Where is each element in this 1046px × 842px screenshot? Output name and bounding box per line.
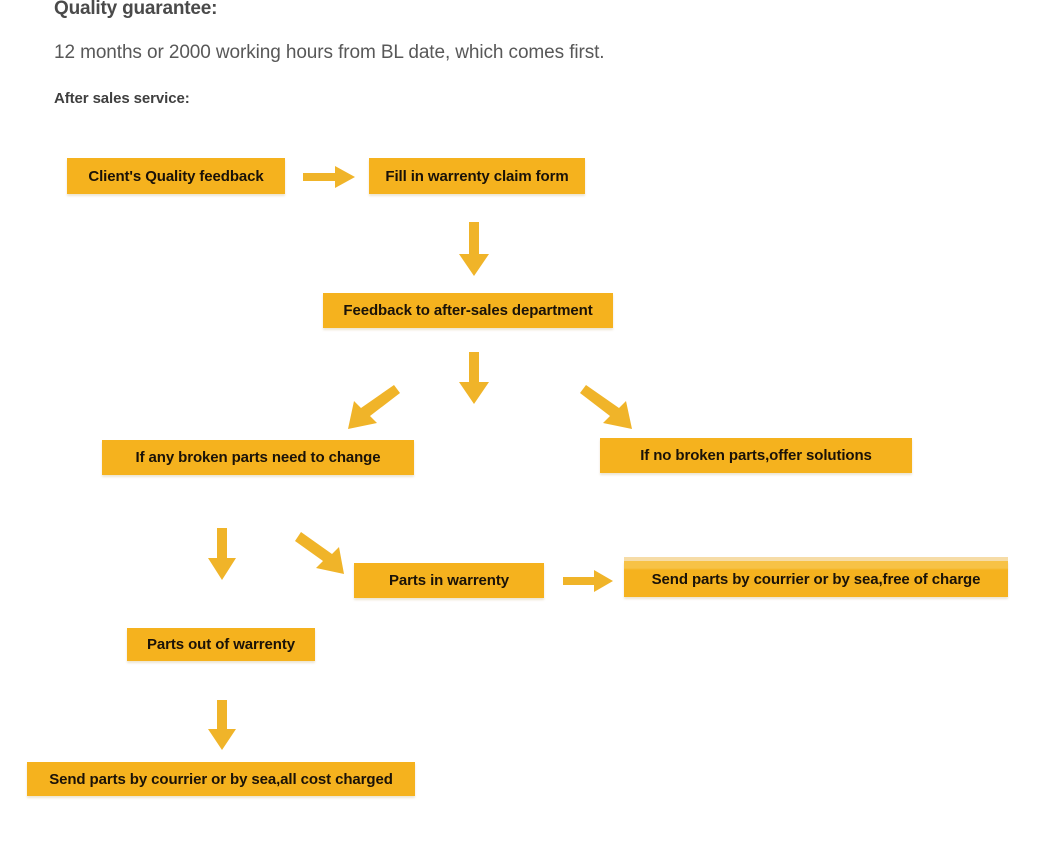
flow-node-if-any-broken-parts-need-to-change[interactable]: If any broken parts need to change xyxy=(102,440,414,475)
flow-node-feedback-to-after-sales-department[interactable]: Feedback to after-sales department xyxy=(323,293,613,328)
after-sales-service-heading: After sales service: xyxy=(54,90,190,107)
quality-guarantee-text: 12 months or 2000 working hours from BL … xyxy=(54,42,605,63)
flow-node-if-no-broken-parts-offer-solutions[interactable]: If no broken parts,offer solutions xyxy=(600,438,912,473)
arrow-down-left-to-broken-parts xyxy=(344,385,400,431)
arrow-down-after-sales-split xyxy=(459,352,489,404)
flow-node-send-parts-all-cost-charged[interactable]: Send parts by courrier or by sea,all cos… xyxy=(27,762,415,796)
arrow-right-feedback-to-claim-form xyxy=(303,166,355,188)
flow-node-parts-out-of-warrenty[interactable]: Parts out of warrenty xyxy=(127,628,315,661)
arrow-down-right-to-no-broken-parts xyxy=(580,385,636,431)
arrow-down-claim-form-to-after-sales xyxy=(459,222,489,276)
box-top-highlight-artifact xyxy=(624,557,1008,561)
arrow-down-right-to-parts-in-warrenty xyxy=(295,532,347,576)
arrow-down-to-parts-out-of-warrenty xyxy=(208,528,236,580)
page-title: Quality guarantee: xyxy=(54,0,218,19)
arrow-right-parts-in-warrenty-to-send-free xyxy=(563,570,613,592)
flow-node-send-parts-free-of-charge[interactable]: Send parts by courrier or by sea,free of… xyxy=(624,561,1008,597)
flow-node-clients-quality-feedback[interactable]: Client's Quality feedback xyxy=(67,158,285,194)
arrow-down-to-send-parts-all-cost xyxy=(208,700,236,750)
flow-node-parts-in-warrenty[interactable]: Parts in warrenty xyxy=(354,563,544,598)
flow-node-fill-warrenty-claim-form[interactable]: Fill in warrenty claim form xyxy=(369,158,585,194)
